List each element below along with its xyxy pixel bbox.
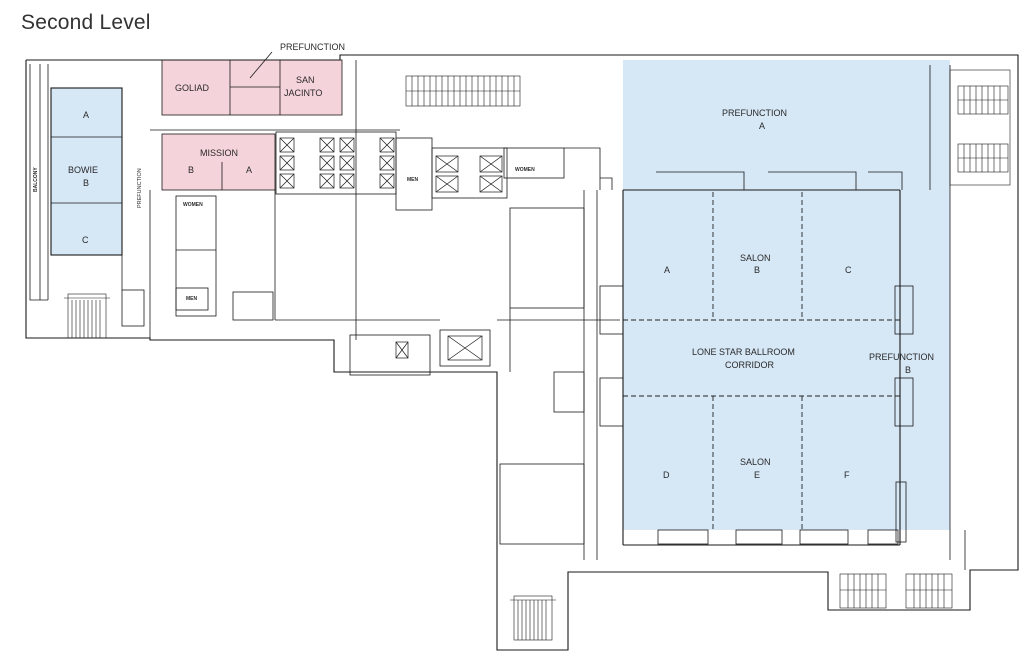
bowie-room[interactable] — [51, 88, 122, 255]
salon-b-label-2: B — [754, 265, 760, 275]
san-label: SAN — [296, 75, 315, 85]
balcony-label: BALCONY — [33, 167, 39, 192]
stairs — [64, 69, 1011, 641]
goliad-label: GOLIAD — [175, 83, 210, 93]
salon-e-label-1: SALON — [740, 457, 771, 467]
salon-c-label: C — [845, 265, 852, 275]
mission-a-label: A — [246, 165, 252, 175]
bowie-walls — [50, 87, 123, 290]
elevator-bank — [279, 137, 503, 361]
prefunction-vertical-label: PREFUNCTION — [137, 168, 143, 208]
mission-b-label: B — [188, 165, 194, 175]
lone-star-ballroom[interactable] — [623, 60, 950, 530]
salon-b-label-1: SALON — [740, 253, 771, 263]
salon-d-label: D — [663, 470, 670, 480]
women-left-label: WOMEN — [183, 202, 203, 208]
women-center-label: WOMEN — [515, 167, 535, 173]
corridor-label-2: CORRIDOR — [725, 360, 774, 370]
mission-walls — [121, 129, 440, 340]
core-walls — [275, 131, 620, 560]
prefunction-b-label-1: PREFUNCTION — [869, 352, 934, 362]
page-title: Second Level — [21, 11, 151, 34]
salon-a-label: A — [664, 265, 670, 275]
goliad-san-jacinto-room[interactable] — [162, 60, 342, 115]
room-labels: PREFUNCTION GOLIAD SAN JACINTO MISSION B… — [33, 42, 934, 480]
bowie-b-label: B — [83, 178, 89, 188]
bowie-label: BOWIE — [68, 165, 98, 175]
air-wall-partitions — [623, 192, 900, 530]
ballroom-walls — [599, 65, 966, 570]
goliad-walls — [161, 51, 357, 340]
jacinto-label: JACINTO — [284, 88, 322, 98]
men-left-label: MEN — [186, 296, 198, 302]
prefunction-a-label-2: A — [759, 121, 765, 131]
bowie-a-label: A — [83, 110, 89, 120]
prefunction-a-label-1: PREFUNCTION — [722, 108, 787, 118]
corridor-label-1: LONE STAR BALLROOM — [692, 347, 795, 357]
salon-e-label-2: E — [754, 470, 760, 480]
men-center-label: MEN — [407, 177, 419, 183]
mission-label: MISSION — [200, 148, 238, 158]
mission-room[interactable] — [162, 134, 275, 190]
prefunction-b-label-2: B — [905, 365, 911, 375]
room-fills — [51, 60, 950, 530]
prefunction-top-label: PREFUNCTION — [280, 42, 345, 52]
bowie-c-label: C — [82, 235, 89, 245]
salon-f-label: F — [844, 470, 850, 480]
